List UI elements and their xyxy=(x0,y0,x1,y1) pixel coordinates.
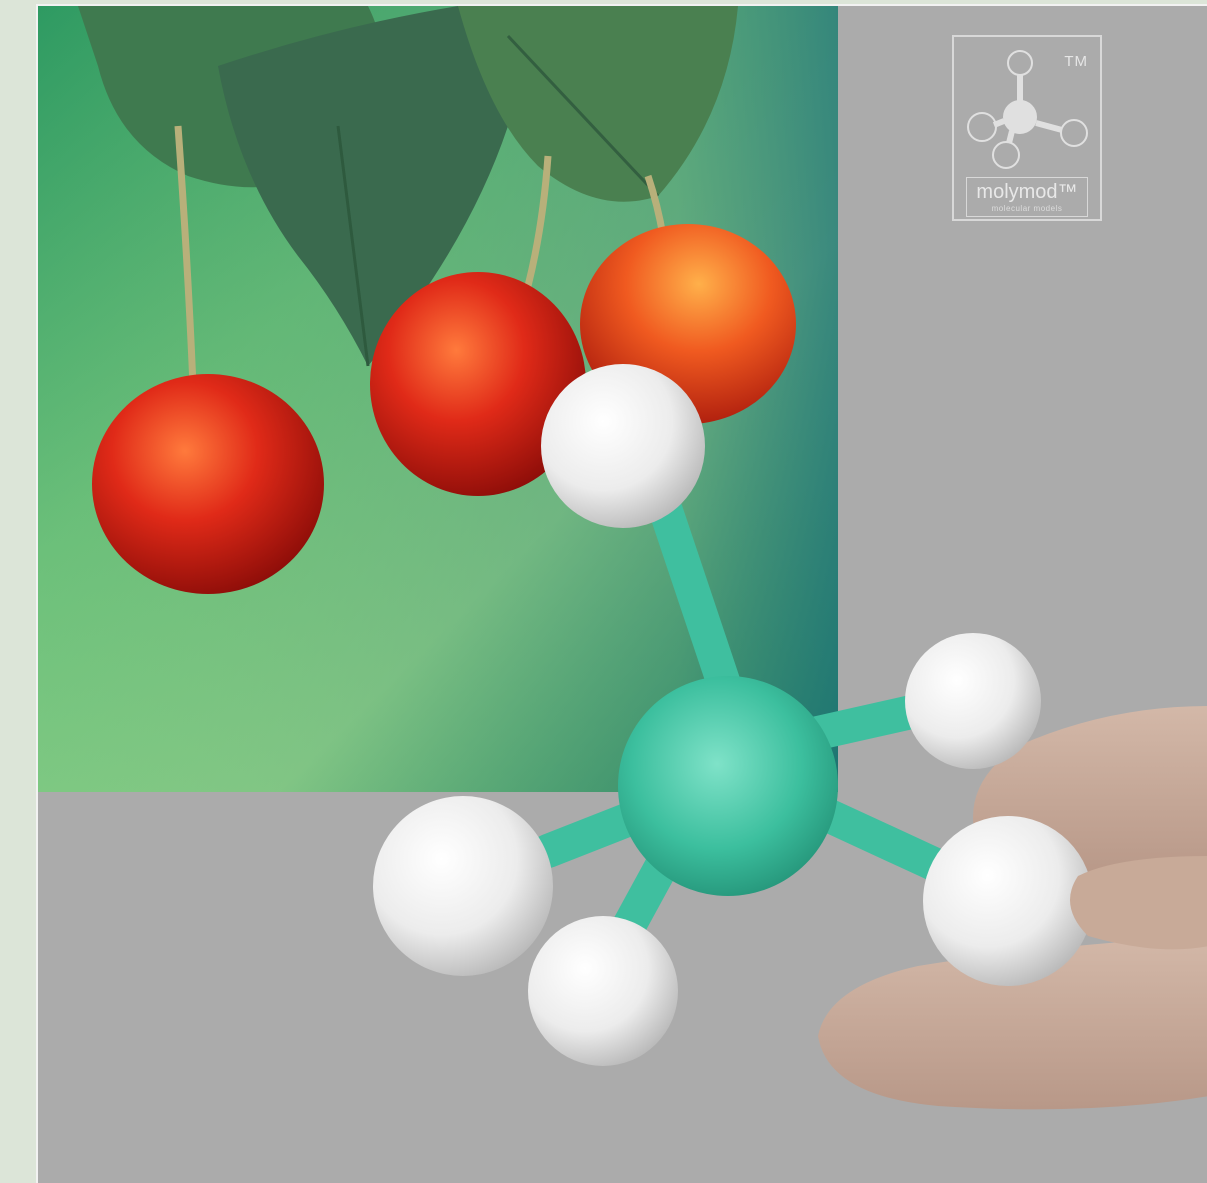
hydrogen-atom-left xyxy=(373,796,553,976)
cherry-stem-middle xyxy=(524,155,552,287)
hydrogen-atom-lower-right xyxy=(923,816,1093,986)
trademark-mark: TM xyxy=(1064,53,1088,70)
logo-tagline: molecular models xyxy=(991,204,1063,213)
cherry-middle xyxy=(370,272,586,496)
logo-wordmark-box: molymod™ molecular models xyxy=(966,177,1088,217)
hydrogen-atom-bottom xyxy=(528,916,678,1066)
hydrogen-atom-top xyxy=(541,364,705,528)
molecule-logo-icon xyxy=(967,50,1088,169)
finger-bottom xyxy=(818,936,1207,1110)
leaf-center xyxy=(218,6,508,366)
hydrogen-atom-right xyxy=(905,633,1041,769)
cherry-left xyxy=(92,374,324,594)
photo-scene xyxy=(38,6,1207,1110)
leaf-right xyxy=(458,6,738,202)
logo-wordmark: molymod™ xyxy=(976,181,1078,203)
thumb xyxy=(1070,856,1207,950)
image-frame: TM molymod™ molecular models xyxy=(36,4,1207,1183)
cherry-stem-left xyxy=(174,125,197,387)
carbon-atom xyxy=(618,676,838,896)
molymod-logo: TM molymod™ molecular models xyxy=(952,35,1102,221)
